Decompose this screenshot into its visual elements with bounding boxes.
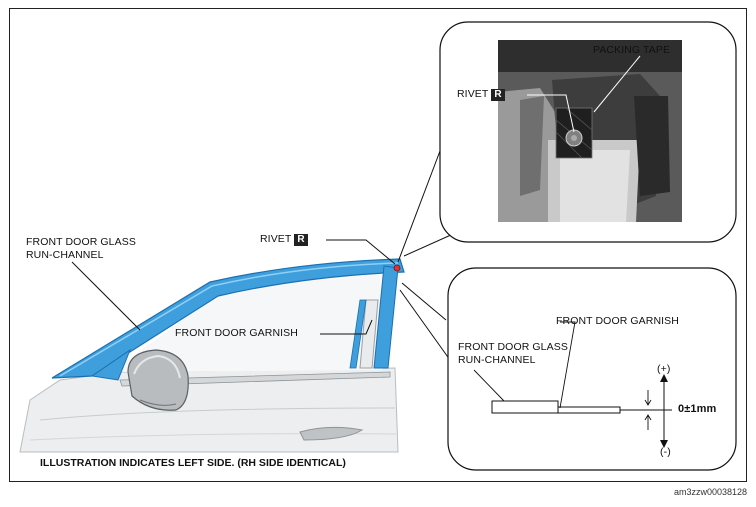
section-drawing <box>473 321 672 448</box>
figure-frame <box>9 8 747 482</box>
label-packing-tape: PACKING TAPE <box>593 44 671 56</box>
rivet-symbol-detail: R <box>491 89 505 101</box>
rivet-symbol-main: R <box>294 234 308 246</box>
door-handle <box>299 426 364 441</box>
rivet-marker-main <box>393 264 401 272</box>
label-minus: (-) <box>660 446 671 458</box>
zoom-line-bottom-b <box>399 289 451 361</box>
label-rivet-main-text: RIVET <box>260 233 292 245</box>
leader-garnish <box>320 319 373 335</box>
leader-garnish-detail <box>559 321 576 409</box>
garnish-strip <box>359 299 379 369</box>
zoom-line-bottom-a <box>401 282 447 321</box>
run-channel-section <box>491 400 559 414</box>
label-tolerance: 0±1mm <box>678 403 717 415</box>
leader-run-channel <box>71 261 141 331</box>
label-garnish-detail: FRONT DOOR GARNISH <box>556 315 679 327</box>
gap-arrow-bottom <box>644 414 652 430</box>
zoom-line-top-a <box>397 150 441 263</box>
side-mirror <box>127 349 189 411</box>
detail-section-frame <box>447 267 737 471</box>
leader-packing-tape <box>593 55 641 113</box>
detail-photo <box>498 40 682 222</box>
door-body <box>19 367 399 453</box>
leader-rivet-detail <box>527 94 575 133</box>
label-rivet-detail-text: RIVET <box>457 88 489 100</box>
label-garnish-main: FRONT DOOR GARNISH <box>175 327 298 339</box>
label-plus: (+) <box>657 363 671 375</box>
window-glass <box>110 268 383 372</box>
figure-code: am3zzw00038128 <box>673 487 747 497</box>
leader-run-channel-detail <box>473 369 505 402</box>
gap-arrow-top <box>644 390 652 406</box>
figure-caption: ILLUSTRATION INDICATES LEFT SIDE. (RH SI… <box>40 457 346 469</box>
leader-rivet <box>326 239 396 265</box>
